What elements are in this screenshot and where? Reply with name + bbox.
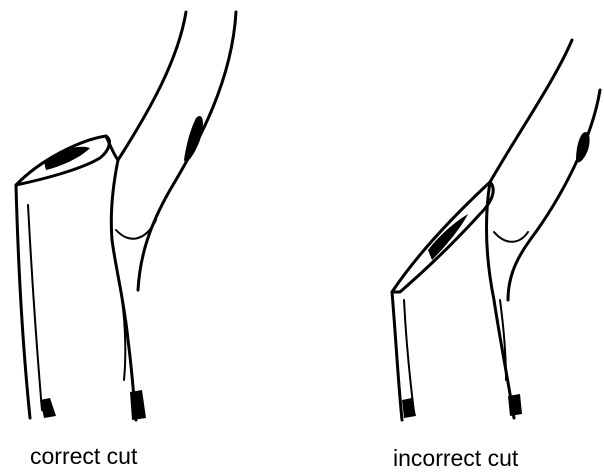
trunk-right-outline xyxy=(111,160,136,420)
branch-bark-shading-right xyxy=(576,132,590,162)
trunk-base-shading xyxy=(130,390,146,420)
stub-base-shading xyxy=(40,398,56,418)
correct-cut-caption: correct cut xyxy=(30,443,137,470)
branch-right-outline-right xyxy=(508,90,600,300)
branch-left-outline-right xyxy=(490,40,572,182)
correct-cut-illustration xyxy=(16,12,236,420)
stub-inner-outline xyxy=(28,205,42,410)
stub-inner-outline-right xyxy=(404,300,414,412)
stub-base-shading-right xyxy=(402,398,416,418)
trunk-base-shading-right xyxy=(508,394,522,416)
branch-bark-shading xyxy=(184,116,203,162)
incorrect-cut-illustration xyxy=(392,40,600,420)
branch-left-outline xyxy=(118,12,186,160)
trunk-bark-detail-right xyxy=(494,232,528,242)
stub-outline xyxy=(392,292,402,420)
